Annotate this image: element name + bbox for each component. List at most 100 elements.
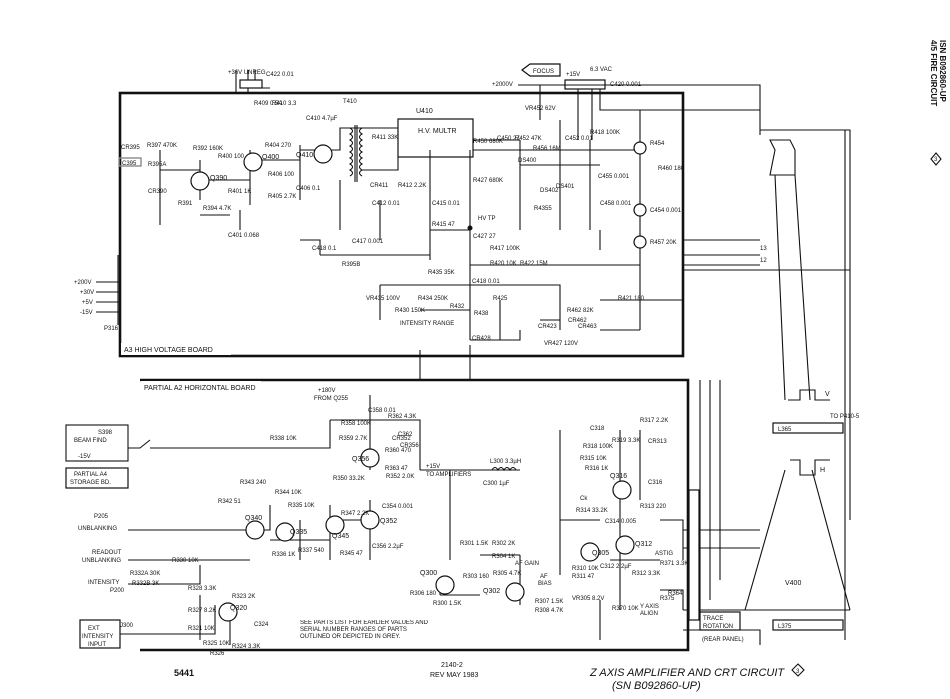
svg-text:R305 4.7K: R305 4.7K: [493, 571, 521, 577]
svg-text:+30V: +30V: [80, 290, 94, 296]
circuit-title: Z AXIS AMPLIFIER AND CRT CIRCUIT: [589, 667, 785, 679]
side-header: 4/5 FIRE CIRCUIT ISN B092860-UP 3: [929, 40, 947, 166]
svg-text:R301 1.5K: R301 1.5K: [460, 541, 488, 547]
svg-text:R418 100K: R418 100K: [590, 130, 620, 136]
svg-text:Q345: Q345: [332, 533, 349, 540]
svg-text:R360 470: R360 470: [385, 448, 412, 454]
svg-text:INTENSITY: INTENSITY: [82, 634, 113, 640]
svg-text:C418 0.01: C418 0.01: [472, 279, 500, 285]
crt-gun: [769, 139, 796, 176]
hv-wiring: [159, 110, 683, 341]
trace-rotation-box: TRACE ROTATION (REAR PANEL): [699, 611, 744, 643]
q305-transistor: Q305: [580, 542, 609, 562]
q302-transistor: Q302: [483, 582, 525, 602]
side-header-line2: ISN B092860-UP: [938, 40, 947, 102]
svg-text:R328 3.3K: R328 3.3K: [188, 586, 216, 592]
hv-board: A3 HIGH VOLTAGE BOARD C422 0.01 +36V UNR…: [74, 63, 761, 358]
q316-transistor: Q316: [610, 473, 632, 500]
svg-text:R410 3.3: R410 3.3: [272, 101, 297, 107]
svg-text:C318: C318: [590, 426, 605, 432]
svg-text:C450 27: C450 27: [497, 136, 520, 142]
svg-text:R307 1.5K: R307 1.5K: [535, 599, 563, 605]
unblanking-label: UNBLANKING: [78, 526, 117, 532]
svg-text:C324: C324: [254, 622, 269, 628]
hv-test-point: [467, 225, 473, 231]
svg-text:R314 33.2K: R314 33.2K: [576, 508, 608, 514]
svg-text:-15V: -15V: [80, 310, 93, 316]
svg-text:BIAS: BIAS: [538, 581, 552, 587]
svg-text:R358 100K: R358 100K: [341, 421, 371, 427]
svg-text:R454: R454: [650, 141, 665, 147]
svg-text:R422 15M: R422 15M: [520, 261, 548, 267]
intensity-label: INTENSITY: [88, 580, 119, 586]
svg-text:READOUT: READOUT: [92, 550, 122, 556]
svg-text:Q410: Q410: [296, 152, 313, 159]
svg-text:Q312: Q312: [635, 541, 652, 548]
footer: 5441 2140-2 REV MAY 1983 Z AXIS AMPLIFIE…: [174, 662, 805, 692]
svg-text:R325 10K: R325 10K: [203, 641, 230, 647]
svg-text:R400 100: R400 100: [218, 154, 245, 160]
q400-transistor: Q400: [243, 152, 279, 172]
af-gain-label: AF GAIN: [515, 561, 539, 567]
p415-connector: [239, 79, 263, 89]
u410-name: H.V. MULTR: [418, 128, 457, 135]
svg-text:S398: S398: [98, 430, 113, 436]
svg-text:R342 51: R342 51: [218, 499, 241, 505]
svg-text:P200: P200: [110, 588, 125, 594]
svg-text:Y AXIS: Y AXIS: [640, 604, 659, 610]
u410-hv-multiplier: U410 H.V. MULTR: [397, 108, 474, 158]
svg-text:R363 47: R363 47: [385, 466, 408, 472]
svg-text:12: 12: [760, 258, 767, 264]
svg-text:C362: C362: [398, 432, 413, 438]
revision: REV MAY 1983: [430, 672, 478, 679]
svg-text:VR452 62V: VR452 62V: [525, 106, 556, 112]
svg-text:L300 3.3µH: L300 3.3µH: [490, 459, 521, 465]
svg-text:DS402: DS402: [540, 188, 559, 194]
svg-text:R375: R375: [660, 596, 675, 602]
svg-text:R452 47K: R452 47K: [515, 136, 542, 142]
svg-text:R310 10K: R310 10K: [572, 566, 599, 572]
q320-transistor: Q320: [218, 602, 247, 622]
horizontal-board-outline: [140, 378, 690, 652]
ds402-lamp: R457 20K: [633, 235, 677, 249]
horizontal-board-label: PARTIAL A2 HORIZONTAL BOARD: [144, 385, 256, 392]
svg-text:R417 100K: R417 100K: [490, 246, 520, 252]
svg-text:R462 82K: R462 82K: [567, 308, 594, 314]
svg-text:T410: T410: [343, 99, 357, 105]
svg-text:Q305: Q305: [592, 550, 609, 557]
svg-text:TO AMPLIFIERS: TO AMPLIFIERS: [426, 472, 471, 478]
svg-text:ALIGN: ALIGN: [640, 611, 658, 617]
svg-text:R350 33.2K: R350 33.2K: [333, 476, 365, 482]
svg-text:R300 1.5K: R300 1.5K: [433, 601, 461, 607]
h-deflection: H: [790, 459, 830, 476]
svg-text:INTENSITY RANGE: INTENSITY RANGE: [400, 321, 454, 327]
svg-text:R362 4.3K: R362 4.3K: [388, 414, 416, 420]
svg-text:C314 0.005: C314 0.005: [605, 519, 637, 525]
side-header-marker: 3: [934, 157, 938, 163]
side-header-line1: 4/5 FIRE CIRCUIT: [929, 40, 938, 106]
serial-range: (SN B092860-UP): [612, 680, 701, 692]
svg-text:V: V: [825, 391, 830, 398]
svg-text:R430 150K: R430 150K: [395, 308, 425, 314]
svg-text:R308 4.7K: R308 4.7K: [535, 608, 563, 614]
svg-text:STORAGE BD.: STORAGE BD.: [70, 480, 111, 486]
svg-text:EXT: EXT: [88, 626, 100, 632]
svg-text:R335 10K: R335 10K: [288, 503, 315, 509]
svg-text:R412 2.2K: R412 2.2K: [398, 183, 426, 189]
svg-text:R438: R438: [474, 311, 489, 317]
svg-text:FROM Q255: FROM Q255: [314, 396, 349, 402]
svg-text:R302 2K: R302 2K: [492, 541, 515, 547]
svg-text:UNBLANKING: UNBLANKING: [82, 558, 121, 564]
svg-text:HV TP: HV TP: [478, 216, 496, 222]
svg-text:C358 0.01: C358 0.01: [368, 408, 396, 414]
svg-text:P205: P205: [94, 514, 109, 520]
horizontal-board: PARTIAL A2 HORIZONTAL BOARD PARTIAL A4 S…: [65, 345, 761, 657]
svg-text:Q302: Q302: [483, 588, 500, 595]
parts-note-text: SEE PARTS LIST FOR EARLIER VALUES AND SE…: [300, 620, 428, 640]
svg-text:AF: AF: [540, 574, 548, 580]
svg-text:CR313: CR313: [648, 439, 667, 445]
svg-text:R347 2.2K: R347 2.2K: [341, 511, 369, 517]
svg-text:C458 0.001: C458 0.001: [600, 201, 632, 207]
svg-text:R371 3.3K: R371 3.3K: [660, 561, 688, 567]
